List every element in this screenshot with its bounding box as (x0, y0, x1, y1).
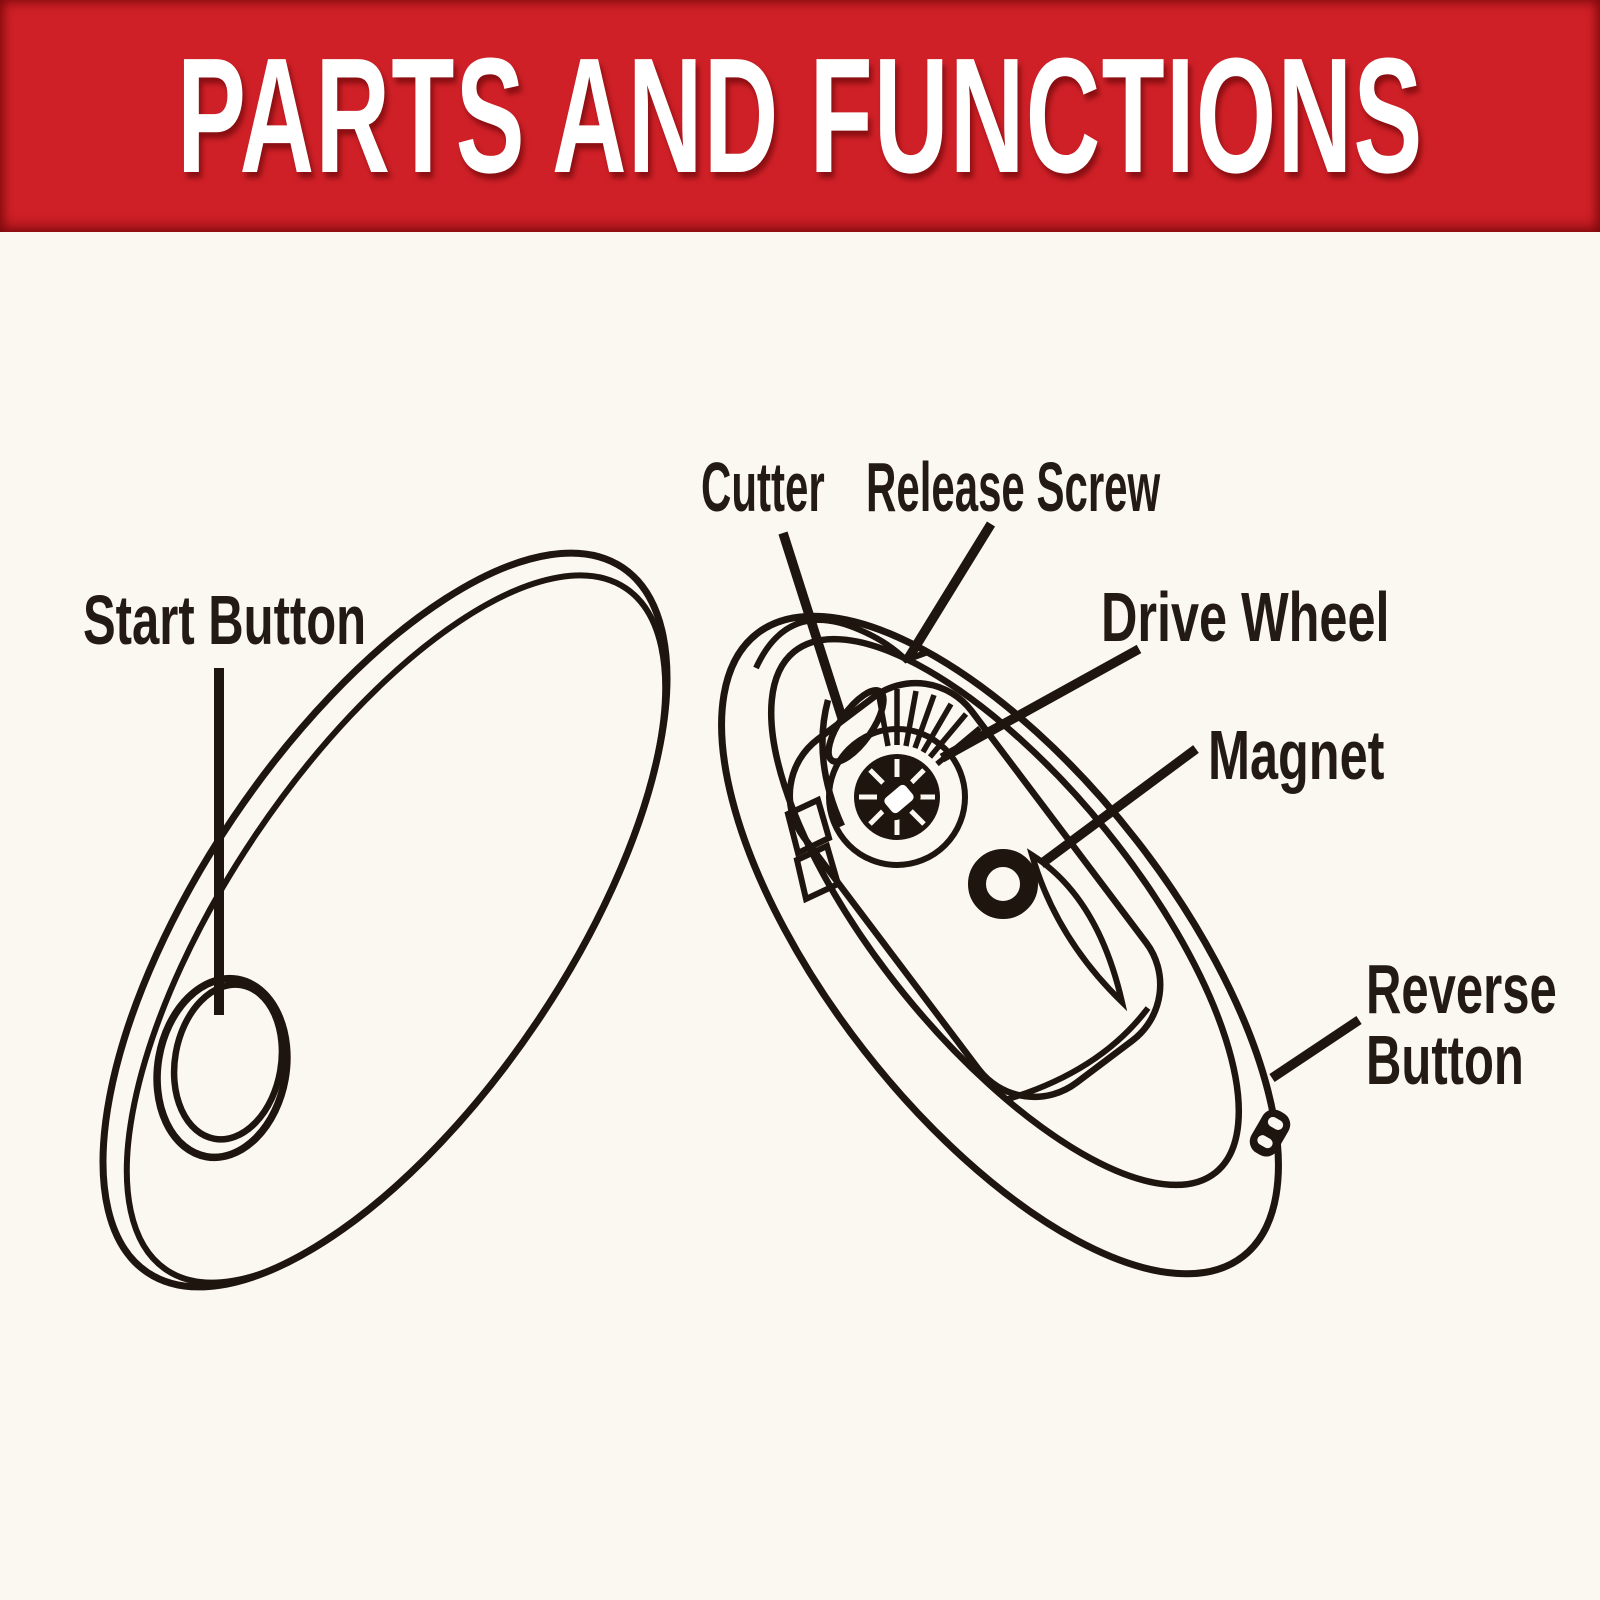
drive-wheel-leader-line (939, 644, 1142, 763)
device-top-view (99, 549, 671, 1291)
label-start-button: Start Button (83, 581, 367, 659)
bottom-plate-tail-line (1004, 1006, 1151, 1103)
label-reverse-button: Reverse Button (1366, 950, 1557, 1100)
drive-wheel-shape (854, 754, 940, 840)
cutter-shape (753, 617, 982, 904)
device-bottom-view (718, 612, 1291, 1278)
bottom-view-rim-inner (767, 635, 1243, 1189)
bottom-view-body-outline (718, 612, 1282, 1278)
magnet-leader-line (1038, 745, 1199, 868)
start-button-shape (153, 974, 291, 1162)
magnet-shape (968, 849, 1038, 919)
reverse-button-shape (1249, 1109, 1291, 1157)
release-screw-leader-line (901, 521, 996, 665)
title-banner: PARTS AND FUNCTIONS (0, 0, 1600, 232)
page-title: PARTS AND FUNCTIONS (176, 24, 1424, 207)
start-button-shape-inner (170, 981, 286, 1143)
label-drive-wheel: Drive Wheel (1101, 578, 1390, 656)
top-view-body-outline-inner (123, 572, 669, 1286)
label-cutter: Cutter (701, 448, 825, 526)
cutter-leader-line (778, 531, 848, 723)
leader-lines (214, 521, 1362, 1082)
cutter-hatch-lines (875, 689, 982, 767)
reverse-button-leader-line (1269, 1016, 1362, 1082)
label-release-screw: Release Screw (866, 448, 1161, 526)
tail-crescent-shape (1026, 848, 1128, 1012)
label-magnet: Magnet (1208, 716, 1385, 794)
